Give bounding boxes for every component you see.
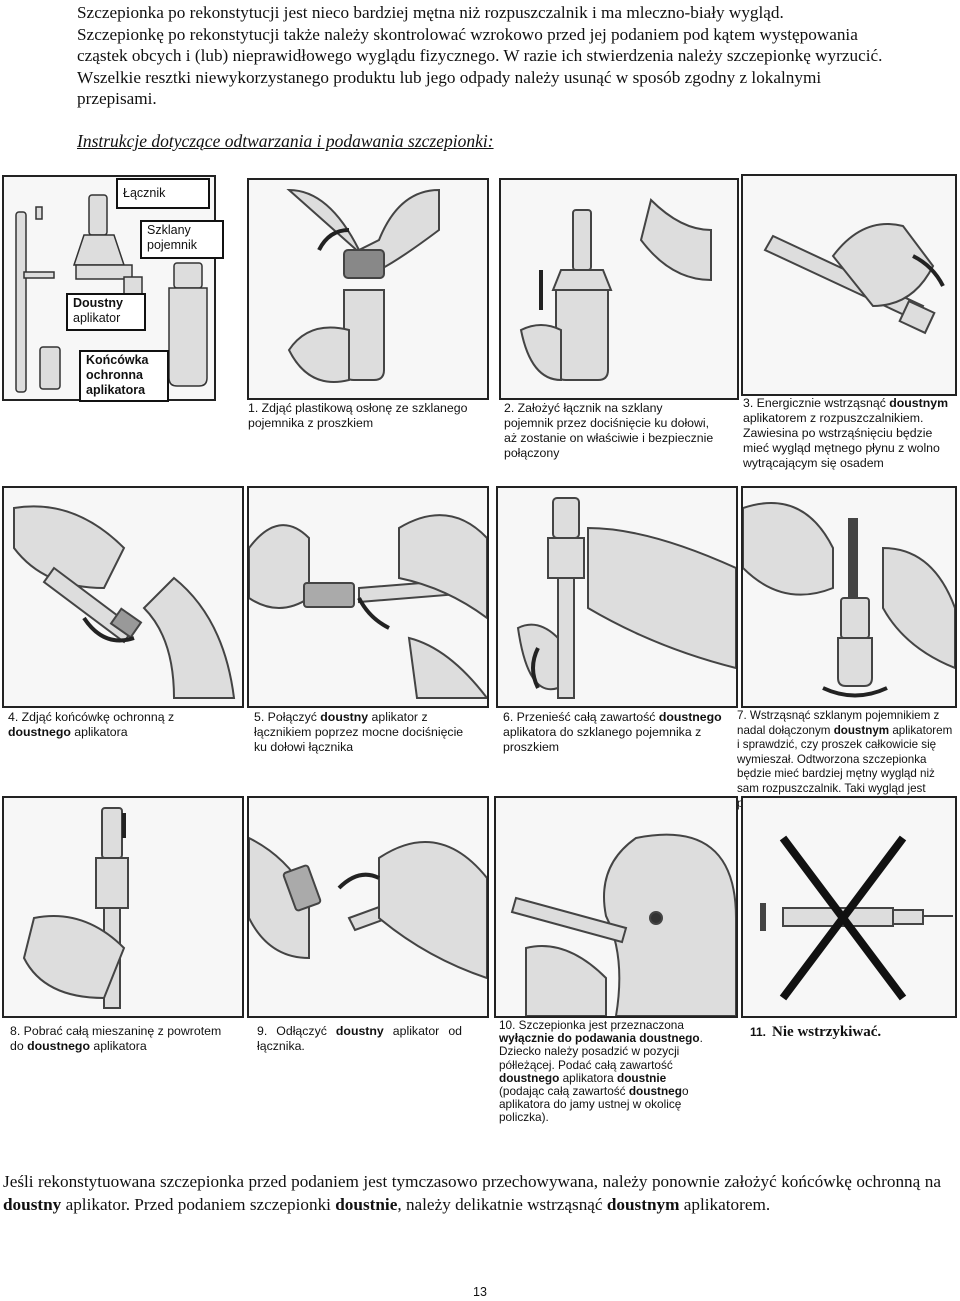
components-illustration [15,194,208,393]
caption-step-3: 3. Energicznie wstrząsnąć doustnym aplik… [743,396,949,470]
step-3-illustration [763,223,945,335]
up-arrow-icon [531,647,540,689]
footer-text: Jeśli rekonstytuowana szczepionka przed … [3,1172,941,1214]
caption-step-4: 4. Zdjąć końcówkę ochronną z doustnego a… [8,710,175,739]
step-4-illustration [13,505,236,699]
step-1-illustration [286,188,440,383]
step-6-illustration [516,497,736,699]
panel-step-9 [247,796,489,1018]
step-9-illustration [249,836,487,980]
panel-step-2 [499,178,739,400]
step-10-illustration [510,833,736,1016]
panel-step-5 [247,486,489,708]
step-7-illustration [743,502,955,698]
page-number: 13 [473,1285,487,1299]
detach-arrow-icon [337,872,380,890]
panel-components [2,175,216,401]
intro-line-1: Szczepionka po rekonstytucji jest nieco … [77,3,784,22]
pull-arrow-icon [82,616,135,643]
panel-step-11 [741,796,957,1018]
panel-step-10 [494,796,738,1018]
step-11-illustration [760,835,953,1001]
shake-arrow-icon [912,254,945,287]
cross-out-icon [779,835,907,1001]
caption-step-5: 5. Połączyć doustny aplikator z łączniki… [254,710,464,754]
rotate-arrow-icon [317,228,350,251]
caption-step-1: 1. Zdjąć plastikową osłonę ze szklanego … [248,401,468,430]
step-2-illustration [519,198,712,382]
panel-step-4 [2,486,244,708]
section-title: Instrukcje dotyczące odtwarzania i podaw… [77,131,494,151]
caption-step-10: 10. Szczepionka jest przeznaczona wyłącz… [499,1018,703,1125]
caption-step-6: 6. Przenieść całą zawartość doustnego ap… [503,710,722,754]
panel-step-1 [247,178,489,400]
panel-step-7 [741,486,957,708]
label-connector: Łącznik [116,178,210,209]
panel-step-6 [496,486,738,708]
panel-step-3 [741,174,957,396]
swirl-arrow-icon [822,686,888,698]
step-8-illustration [22,807,129,1009]
caption-step-9: 9. Odłączyć doustny aplikator od łącznik… [257,1024,462,1053]
step-5-illustration [249,514,487,699]
caption-step-11: 11.Nie wstrzykiwać. [750,1024,882,1040]
caption-step-2: 2. Założyć łącznik na szklany pojemnik p… [504,401,714,460]
intro-line-2: Szczepionkę po rekonstytucji także należ… [77,24,883,109]
intro-text: Szczepionka po rekonstytucji jest nieco … [77,2,897,110]
push-arrow-icon [357,597,390,630]
panel-step-8 [2,796,244,1018]
caption-step-8: 8. Pobrać całą mieszaninę z powrotem do … [10,1024,222,1053]
label-glass-vial: Szklany pojemnik [140,220,224,259]
